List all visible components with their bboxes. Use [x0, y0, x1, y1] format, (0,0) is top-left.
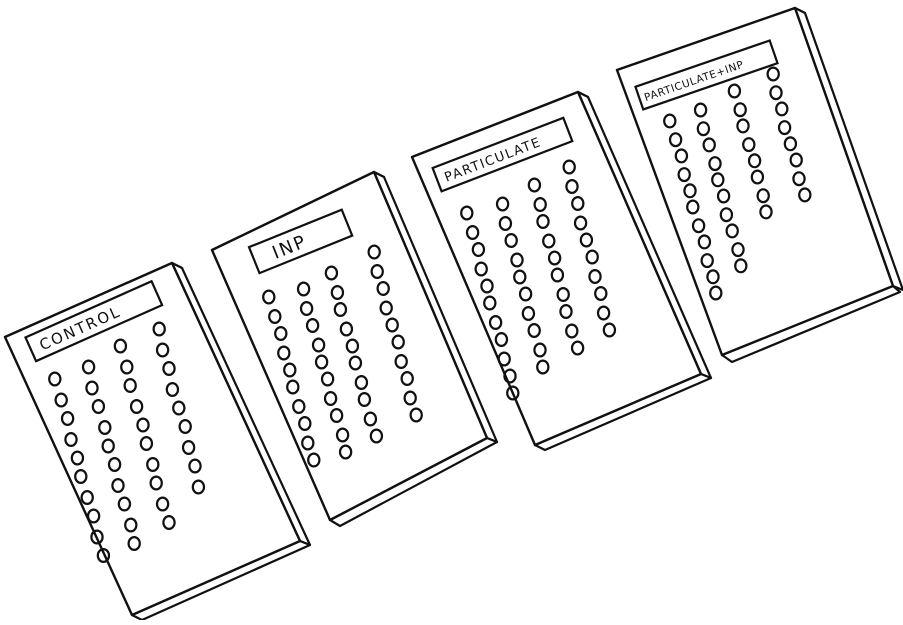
- plates-illustration: CONTROL INP PARTICULATE: [0, 0, 903, 620]
- sketch-canvas: CONTROL INP PARTICULATE: [0, 0, 903, 620]
